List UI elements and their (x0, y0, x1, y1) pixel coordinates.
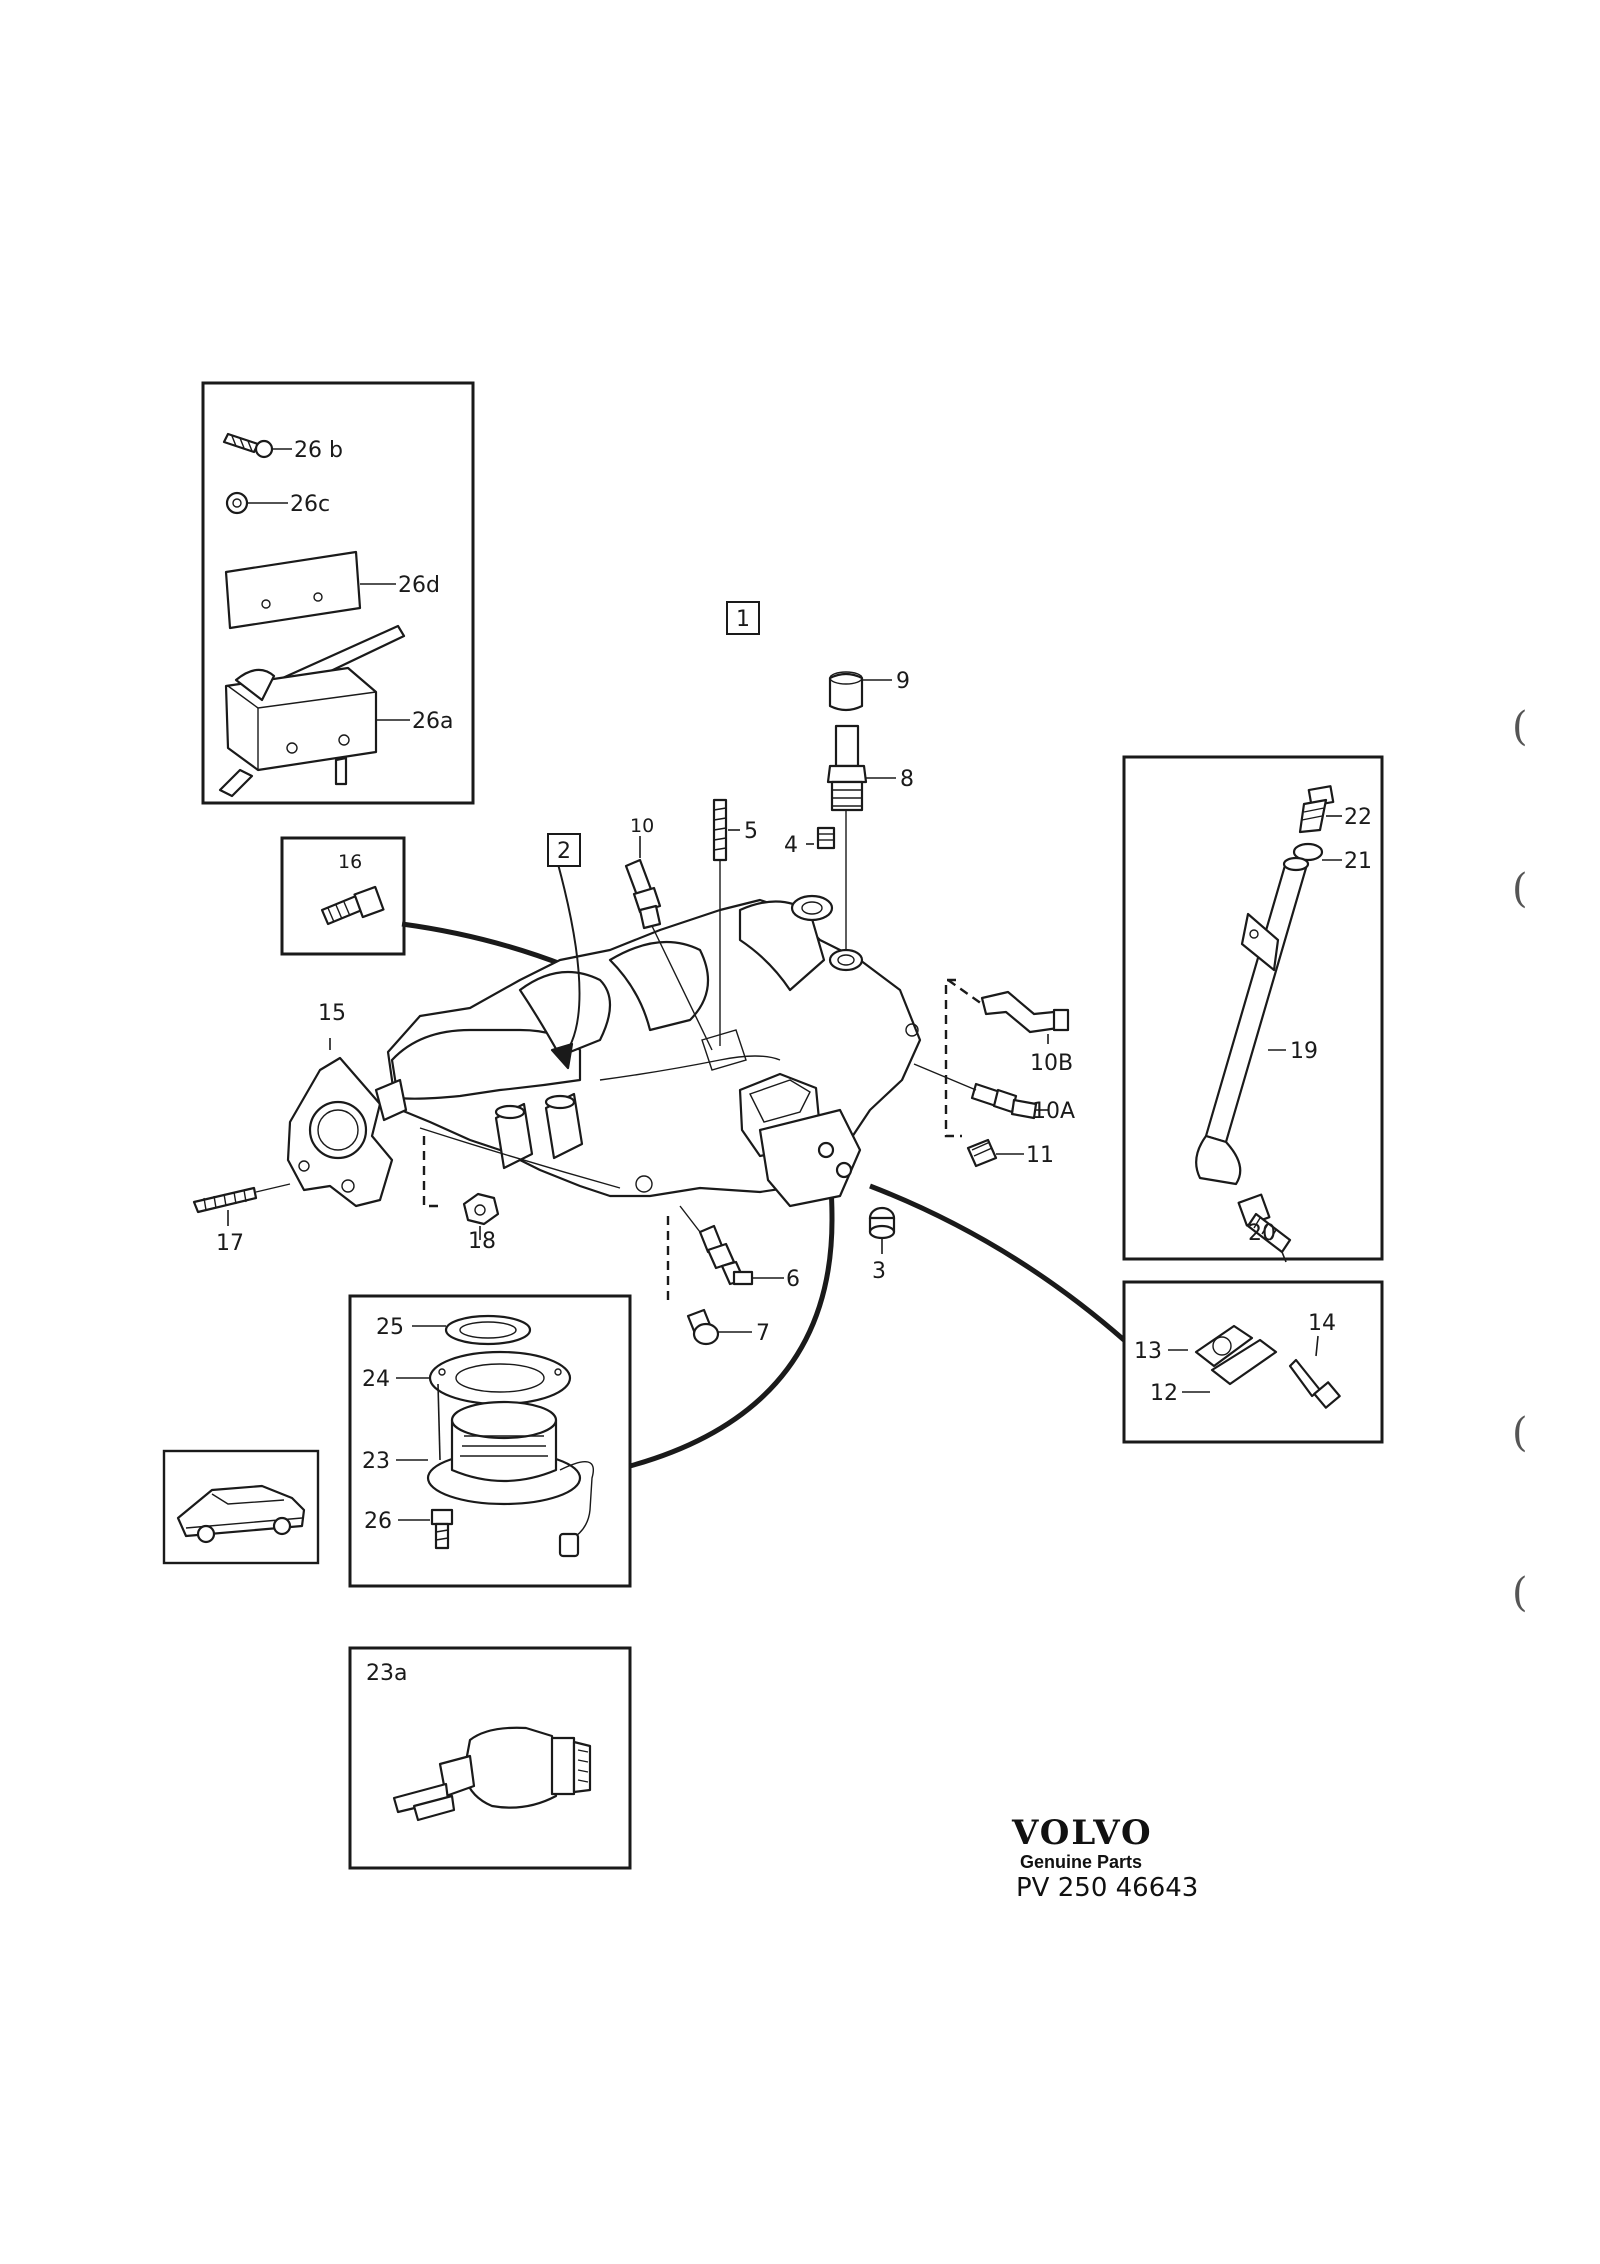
callout-7: 7 (756, 1321, 770, 1346)
plug-7-icon (686, 1308, 752, 1346)
screw-26b-icon (222, 432, 292, 459)
callout-26a: 26a (412, 709, 453, 734)
callout-22: 22 (1344, 805, 1372, 830)
nut-18-icon (462, 1192, 500, 1240)
part-number: PV 250 46643 (1016, 1873, 1198, 1903)
stud-5-icon (712, 798, 740, 1046)
inset-car (162, 1449, 320, 1565)
margin-mark: ( (1512, 866, 1528, 912)
brand-tagline: Genuine Parts (1020, 1852, 1142, 1872)
callout-26c: 26c (290, 492, 330, 517)
union-10a-icon (913, 1063, 1048, 1120)
callout-box-2: 2 (547, 833, 581, 867)
callout-26: 26 (364, 1509, 392, 1534)
brand-block: VOLVO Genuine Parts PV 250 46643 (1011, 1813, 1198, 1903)
callout-10a: 10A (1032, 1099, 1075, 1124)
callout-14: 14 (1308, 1311, 1336, 1336)
callout-19: 19 (1290, 1039, 1318, 1064)
plug-11-icon (966, 1138, 1024, 1168)
callout-4: 4 (784, 833, 798, 858)
callout-21: 21 (1344, 849, 1372, 874)
plate-26d-icon (224, 550, 396, 630)
callout-15: 15 (318, 1001, 346, 1026)
callout-26b: 26 b (294, 438, 343, 463)
callout-23a: 23a (366, 1661, 407, 1686)
margin-mark: ( (1512, 1570, 1528, 1616)
callout-8: 8 (900, 767, 914, 792)
elbow-10b-icon (980, 990, 1070, 1044)
inset-coolant-pipe: 22 21 19 20 (1122, 755, 1384, 1263)
sensor-6-icon (679, 1205, 784, 1286)
callout-25: 25 (376, 1315, 404, 1340)
callout-12: 12 (1150, 1381, 1178, 1406)
callout-24: 24 (362, 1367, 390, 1392)
callout-11: 11 (1026, 1143, 1054, 1168)
callout-16: 16 (338, 851, 362, 873)
margin-mark: ( (1512, 704, 1528, 750)
callout-20-label: 20 (1248, 1221, 1276, 1246)
callout-box-1: 1 (726, 601, 760, 635)
callout-9: 9 (896, 669, 910, 694)
plug-3-icon (868, 1206, 896, 1254)
cap-9-icon (828, 671, 892, 712)
callout-1: 1 (736, 607, 750, 632)
inset-switch-kit: 26 b 26c 26d 26a (201, 381, 475, 805)
inset-sensor-23a: 23a (348, 1646, 632, 1870)
stud-17-icon (192, 1183, 291, 1226)
temperature-sensor-icon (392, 1726, 592, 1822)
washer-26c-icon (225, 491, 288, 515)
union-10-icon (624, 836, 713, 1051)
callout-17: 17 (216, 1231, 244, 1256)
callout-3: 3 (872, 1259, 886, 1284)
margin-marks: ( ( ( ( (1512, 704, 1528, 1616)
inset-gasket-set: 25 24 23 26 (348, 1294, 632, 1588)
callout-10b: 10B (1030, 1051, 1073, 1076)
callout-23: 23 (362, 1449, 390, 1474)
car-icon (176, 1484, 306, 1544)
callout-13: 13 (1134, 1339, 1162, 1364)
inset-bolt-16: 16 (280, 836, 406, 956)
callout-5: 5 (744, 819, 758, 844)
callout-2: 2 (557, 839, 571, 864)
intake-manifold (286, 863, 1126, 1469)
callout-26d: 26d (398, 573, 440, 598)
bolt-16-icon (320, 885, 385, 926)
plug-4-icon (806, 826, 836, 850)
callout-18: 18 (468, 1229, 496, 1254)
inset-cover-plate: 13 12 14 (1122, 1280, 1384, 1444)
margin-mark: ( (1512, 1410, 1528, 1456)
callout-6: 6 (786, 1267, 800, 1292)
nipple-8-icon (826, 724, 896, 950)
brand-name: VOLVO (1011, 1813, 1153, 1853)
callout-10: 10 (630, 815, 654, 837)
micro-switch-26a-icon (218, 624, 410, 798)
